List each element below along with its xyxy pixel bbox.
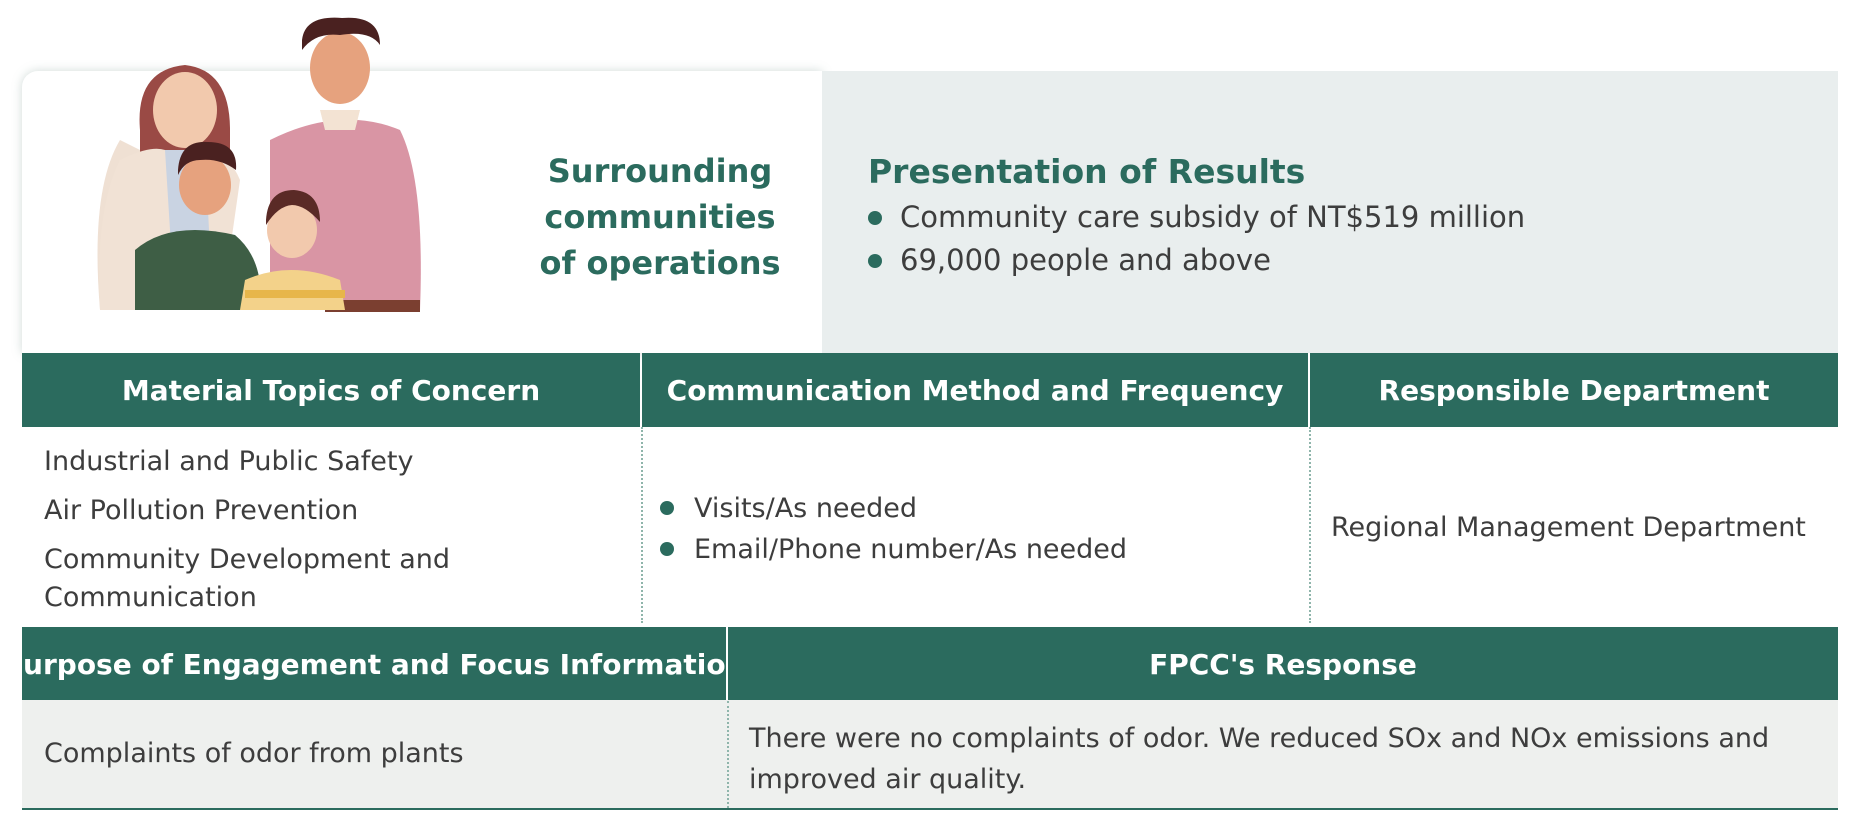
topic-item: Community Development and Communication [44,544,450,613]
method-item: Visits/As needed [660,488,1290,529]
header-communication-method: Communication Method and Frequency [642,353,1308,427]
results-title: Presentation of Results [868,152,1306,191]
bullet-icon [660,542,674,556]
column-divider [1309,427,1311,623]
family-illustration [97,17,421,312]
column-divider [641,427,643,623]
bullet-icon [660,501,674,515]
method-item: Email/Phone number/As needed [660,529,1290,570]
results-panel [822,71,1838,353]
communication-method-cell: Visits/As needed Email/Phone number/As n… [660,488,1290,570]
engagement-row [22,700,1838,810]
community-title-line: communities [544,198,776,236]
bullet-icon [868,211,882,225]
bullet-icon [868,254,882,268]
header-material-topics: Material Topics of Concern [22,353,640,427]
results-list: Community care subsidy of NT$519 million… [868,196,1525,282]
community-title-line: of operations [539,244,781,282]
response-cell: There were no complaints of odor. We red… [749,723,1770,795]
results-item: Community care subsidy of NT$519 million [868,196,1525,239]
community-title-line: Surrounding [547,152,773,190]
column-divider [727,701,729,808]
topic-item: Air Pollution Prevention [44,495,359,526]
header-responsible-department: Responsible Department [1310,353,1838,427]
purpose-cell: Complaints of odor from plants [44,738,464,769]
results-item: 69,000 people and above [868,239,1525,282]
topic-item: Industrial and Public Safety [44,446,414,477]
responsible-department-cell: Regional Management Department [1331,512,1806,543]
header-purpose-engagement: Purpose of Engagement and Focus Informat… [3,627,746,701]
material-topics-cell: Industrial and Public Safety Air Polluti… [44,443,604,628]
header-fpcc-response: FPCC's Response [728,627,1838,701]
table-bottom-rule [22,808,1838,810]
community-title: Surrounding communities of operations [520,148,800,286]
